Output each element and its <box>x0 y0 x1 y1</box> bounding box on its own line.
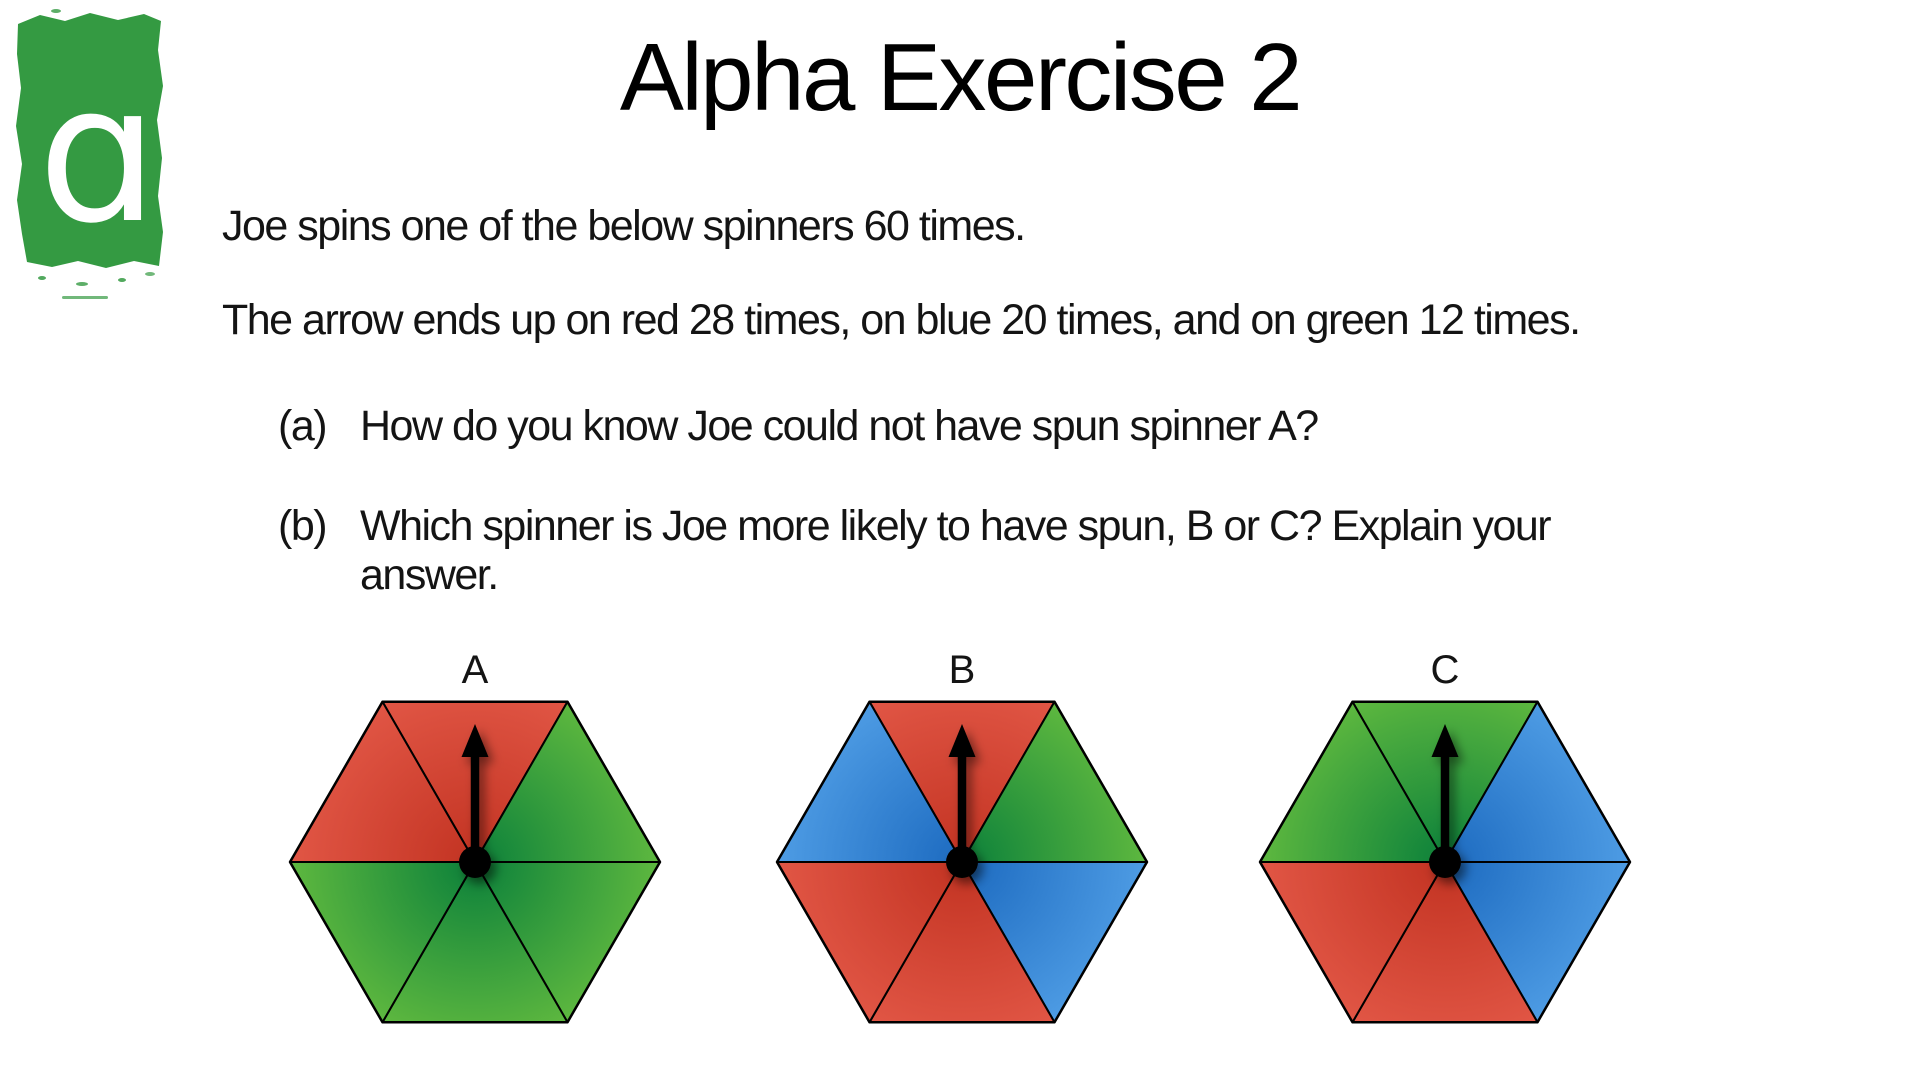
question-a-text: How do you know Joe could not have spun … <box>360 402 1319 451</box>
spinner-hexagon-outline <box>1258 700 1632 1024</box>
question-b-line-1: Which spinner is Joe more likely to have… <box>360 502 1552 550</box>
spinner-b-graphic <box>775 700 1149 1024</box>
question-b-marker: (b) <box>278 502 328 550</box>
logo-speckle <box>76 282 88 286</box>
spinner-arrowhead <box>461 724 489 757</box>
alpha-logo: ɑ <box>16 9 163 299</box>
spinner-hub <box>1429 846 1461 878</box>
logo-speckle <box>62 296 108 299</box>
spinner-c-label: C <box>1430 648 1460 692</box>
page-title: Alpha Exercise 2 <box>619 24 1303 131</box>
logo-speckle <box>51 9 61 13</box>
spinner-arrowhead <box>948 724 976 757</box>
spinner-arrow <box>459 724 491 878</box>
question-a-line-1: How do you know Joe could not have spun … <box>360 402 1319 450</box>
spinner-a-label: A <box>461 648 489 692</box>
spinner-c-graphic <box>1258 700 1632 1024</box>
logo-speckle <box>38 276 46 280</box>
intro-line-2: The arrow ends up on red 28 times, on bl… <box>222 296 1581 344</box>
spinner-hexagon-outline <box>775 700 1149 1024</box>
alpha-logo-background <box>16 13 163 268</box>
spinner-arrow <box>1429 724 1461 878</box>
intro-line-1: Joe spins one of the below spinners 60 t… <box>222 202 1026 250</box>
spinner-hexagon-outline <box>288 700 662 1024</box>
spinner-hub <box>459 846 491 878</box>
logo-speckle <box>118 278 126 282</box>
spinner-arrow <box>946 724 978 878</box>
question-b-line-2: answer. <box>360 551 499 600</box>
question-a-marker: (a) <box>278 402 328 450</box>
spinner-b-label: B <box>948 648 976 692</box>
spinner-a-graphic <box>288 700 662 1024</box>
spinner-arrowhead <box>1431 724 1459 757</box>
spinner-hub <box>946 846 978 878</box>
alpha-logo-letter: ɑ <box>38 44 159 265</box>
question-b-text: Which spinner is Joe more likely to have… <box>360 502 1552 601</box>
logo-speckle <box>145 272 155 276</box>
